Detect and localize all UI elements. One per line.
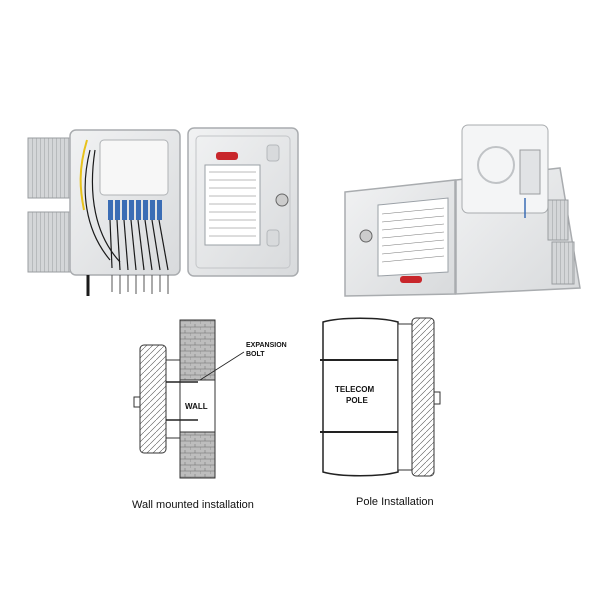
- brand-badge: [216, 152, 238, 160]
- angled-latch: [359, 229, 373, 243]
- wall-mount-diagram: EXPANSION BOLT WALL: [133, 319, 287, 479]
- left-flap-top: [27, 137, 71, 199]
- fiber-spool: [477, 146, 515, 184]
- cable-pigtails: [86, 275, 169, 296]
- angled-instruction-sheet: [377, 197, 449, 277]
- left-flap-bottom: [27, 211, 71, 273]
- pole-label: POLE: [346, 396, 368, 405]
- lid-latch: [275, 193, 289, 207]
- enclosure-latch: [133, 396, 141, 408]
- instruction-sheet: [204, 164, 261, 246]
- mounting-bracket: [165, 359, 181, 439]
- photo-open-enclosure-side: [344, 124, 581, 297]
- lid-clip-top: [266, 144, 280, 162]
- lid-inner-rim: [195, 135, 291, 269]
- expansion-bolt-label-2: BOLT: [246, 351, 265, 358]
- pole-install-caption: Pole Installation: [356, 496, 434, 508]
- pole-enclosure-profile: [411, 317, 435, 477]
- expansion-bolt-label-1: EXPANSION: [246, 342, 287, 349]
- lid-clip-bottom: [266, 229, 280, 247]
- tray-adapter-block: [519, 149, 541, 195]
- telecom-pole: [322, 317, 399, 477]
- wall-mount-caption: Wall mounted installation: [132, 499, 254, 511]
- side-flap-top: [547, 199, 569, 241]
- splitter-module: [99, 139, 169, 196]
- pole-mount-diagram: TELECOM POLE: [320, 317, 441, 477]
- telecom-label: TELECOM: [335, 385, 374, 394]
- side-flap-bottom: [551, 241, 575, 285]
- pole-straps: [320, 359, 410, 433]
- photo-open-enclosure-front: [27, 127, 299, 296]
- instruction-sheet-lines: [209, 171, 256, 237]
- pole-bracket: [397, 323, 413, 471]
- sc-adapter-row: [108, 200, 162, 220]
- pole-enclosure-latch: [433, 391, 441, 405]
- wall-label: WALL: [185, 402, 208, 411]
- angled-brand-badge: [400, 276, 422, 283]
- expansion-bolt-leader: [199, 351, 245, 381]
- fiber-bundle: [79, 139, 169, 271]
- expansion-bolts: [166, 381, 198, 421]
- angled-sheet-lines: [381, 207, 445, 263]
- enclosure-side-profile: [139, 344, 167, 454]
